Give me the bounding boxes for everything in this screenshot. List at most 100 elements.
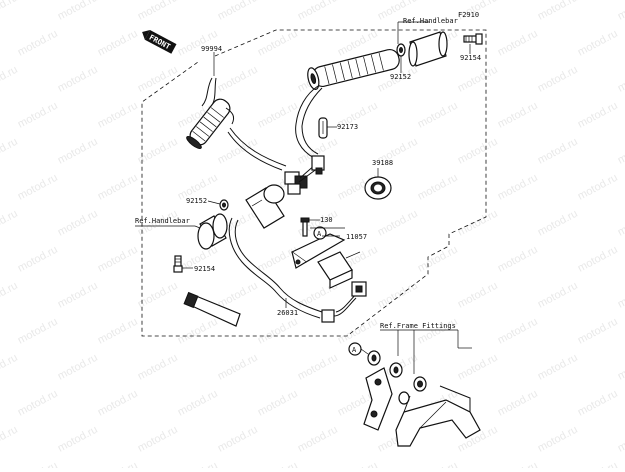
- watermark-text: motod.ru: [336, 316, 380, 347]
- watermark-text: motod.ru: [616, 208, 625, 239]
- watermark-text: motod.ru: [96, 28, 140, 59]
- watermark-text: motod.ru: [176, 460, 220, 468]
- watermark-text: motod.ru: [456, 136, 500, 167]
- watermark-text: motod.ru: [256, 244, 300, 275]
- part-92173-clamp: [318, 117, 328, 139]
- watermark-text: motod.ru: [416, 316, 460, 347]
- label-39188: 39188: [372, 159, 393, 167]
- watermark-text: motod.ru: [16, 100, 60, 131]
- watermark-text: motod.ru: [216, 280, 260, 311]
- watermark-text: motod.ru: [536, 424, 580, 455]
- watermark-text: motod.ru: [536, 0, 580, 23]
- label-ref-handlebar-left: Ref.Handlebar: [135, 217, 190, 225]
- watermark-text: motod.ru: [616, 280, 625, 311]
- part-11057-bracket: [290, 233, 346, 269]
- bushing: [367, 350, 381, 366]
- watermark-text: motod.ru: [0, 280, 20, 311]
- watermark-text: motod.ru: [536, 280, 580, 311]
- callouts: Ref.Handlebar 99994 92152 92154 92173 39…: [135, 17, 481, 330]
- svg-text:A: A: [317, 230, 322, 238]
- bar-end-weight-top: [408, 31, 448, 67]
- label-11057: 11057: [346, 233, 367, 241]
- watermark-text: motod.ru: [56, 280, 100, 311]
- watermark-text: motod.ru: [376, 280, 420, 311]
- reference-marker-a-upper: A: [313, 226, 327, 240]
- watermark-text: motod.ru: [136, 424, 180, 455]
- watermark-text: motod.ru: [336, 460, 380, 468]
- watermark-text: motod.ru: [456, 280, 500, 311]
- watermark-text: motod.ru: [456, 64, 500, 95]
- watermark-text: motod.ru: [576, 460, 620, 468]
- part-26031-harness: [228, 217, 367, 323]
- watermark-text: motod.ru: [16, 388, 60, 419]
- watermark-text: motod.ru: [176, 388, 220, 419]
- label-92154-left: 92154: [194, 265, 215, 273]
- watermark-text: motod.ru: [16, 460, 60, 468]
- watermark-text: motod.ru: [496, 388, 540, 419]
- watermark-text: motod.ru: [296, 352, 340, 383]
- watermark-text: motod.ru: [616, 64, 625, 95]
- watermark-text: motod.ru: [536, 136, 580, 167]
- part-99994-heated-grip-left: [186, 52, 287, 171]
- label-92152-left: 92152: [186, 197, 207, 205]
- part-92154-bolt-top: [463, 33, 483, 45]
- watermark-text: motod.ru: [0, 352, 20, 383]
- watermark-text: motod.ru: [216, 352, 260, 383]
- watermark-text: motod.ru: [16, 316, 60, 347]
- watermark-text: motod.ru: [296, 424, 340, 455]
- watermark-text: motod.ru: [616, 352, 625, 383]
- watermark-text: motod.ru: [416, 100, 460, 131]
- frame-bracket: [363, 367, 481, 447]
- watermark-text: motod.ru: [256, 388, 300, 419]
- watermark-text: motod.ru: [536, 208, 580, 239]
- watermark-text: motod.ru: [576, 316, 620, 347]
- watermark-text: motod.ru: [0, 64, 20, 95]
- watermark-text: motod.ru: [216, 64, 260, 95]
- heater-controller: [245, 184, 285, 229]
- watermark-text: motod.ru: [376, 208, 420, 239]
- watermark-text: motod.ru: [256, 28, 300, 59]
- label-26031: 26031: [277, 309, 298, 317]
- watermark-text: motod.ru: [496, 316, 540, 347]
- watermark-text: motod.ru: [456, 352, 500, 383]
- watermark-text: motod.ru: [16, 244, 60, 275]
- kit-boundary: [141, 29, 487, 337]
- part-92154-bolt-left: [173, 255, 183, 273]
- watermark-text: motod.ru: [576, 172, 620, 203]
- watermark-text: motod.ru: [256, 316, 300, 347]
- label-ref-frame-fittings: Ref.Frame Fittings: [380, 322, 456, 330]
- watermark-text: motod.ru: [536, 64, 580, 95]
- watermark-text: motod.ru: [96, 172, 140, 203]
- watermark-text: motod.ru: [616, 136, 625, 167]
- watermark-text: motod.ru: [416, 172, 460, 203]
- watermark-text: motod.ru: [616, 0, 625, 23]
- label-92152-top: 92152: [390, 73, 411, 81]
- watermark-text: motod.ru: [536, 352, 580, 383]
- watermark-text: motod.ru: [16, 172, 60, 203]
- watermark-text: motod.ru: [216, 424, 260, 455]
- watermark-text: motod.ru: [96, 388, 140, 419]
- relay-module: [317, 251, 361, 289]
- watermark-text: motod.ru: [96, 316, 140, 347]
- reference-marker-a-lower: A: [348, 342, 362, 356]
- watermark-text: motod.ru: [576, 244, 620, 275]
- figure-code: F2910: [458, 11, 479, 19]
- watermark-text: motod.ru: [96, 460, 140, 468]
- watermark-text: motod.ru: [496, 172, 540, 203]
- label-99994: 99994: [201, 45, 222, 53]
- label-ref-handlebar-top: Ref.Handlebar: [403, 17, 458, 25]
- watermark-text: motod.ru: [0, 136, 20, 167]
- front-direction-badge: FRONT: [142, 30, 177, 54]
- watermark-text: motod.ru: [416, 244, 460, 275]
- part-92152-washer-top: [396, 43, 406, 57]
- watermark-text: motod.ru: [0, 0, 20, 23]
- label-130: 130: [320, 216, 333, 224]
- label-92173: 92173: [337, 123, 358, 131]
- watermark-text: motod.ru: [576, 100, 620, 131]
- watermark-text: motod.ru: [56, 136, 100, 167]
- grease-tube: [183, 291, 241, 327]
- part-39188-grommet: [364, 176, 392, 200]
- watermark-text: motod.ru: [616, 424, 625, 455]
- watermark-text: motod.ru: [56, 0, 100, 23]
